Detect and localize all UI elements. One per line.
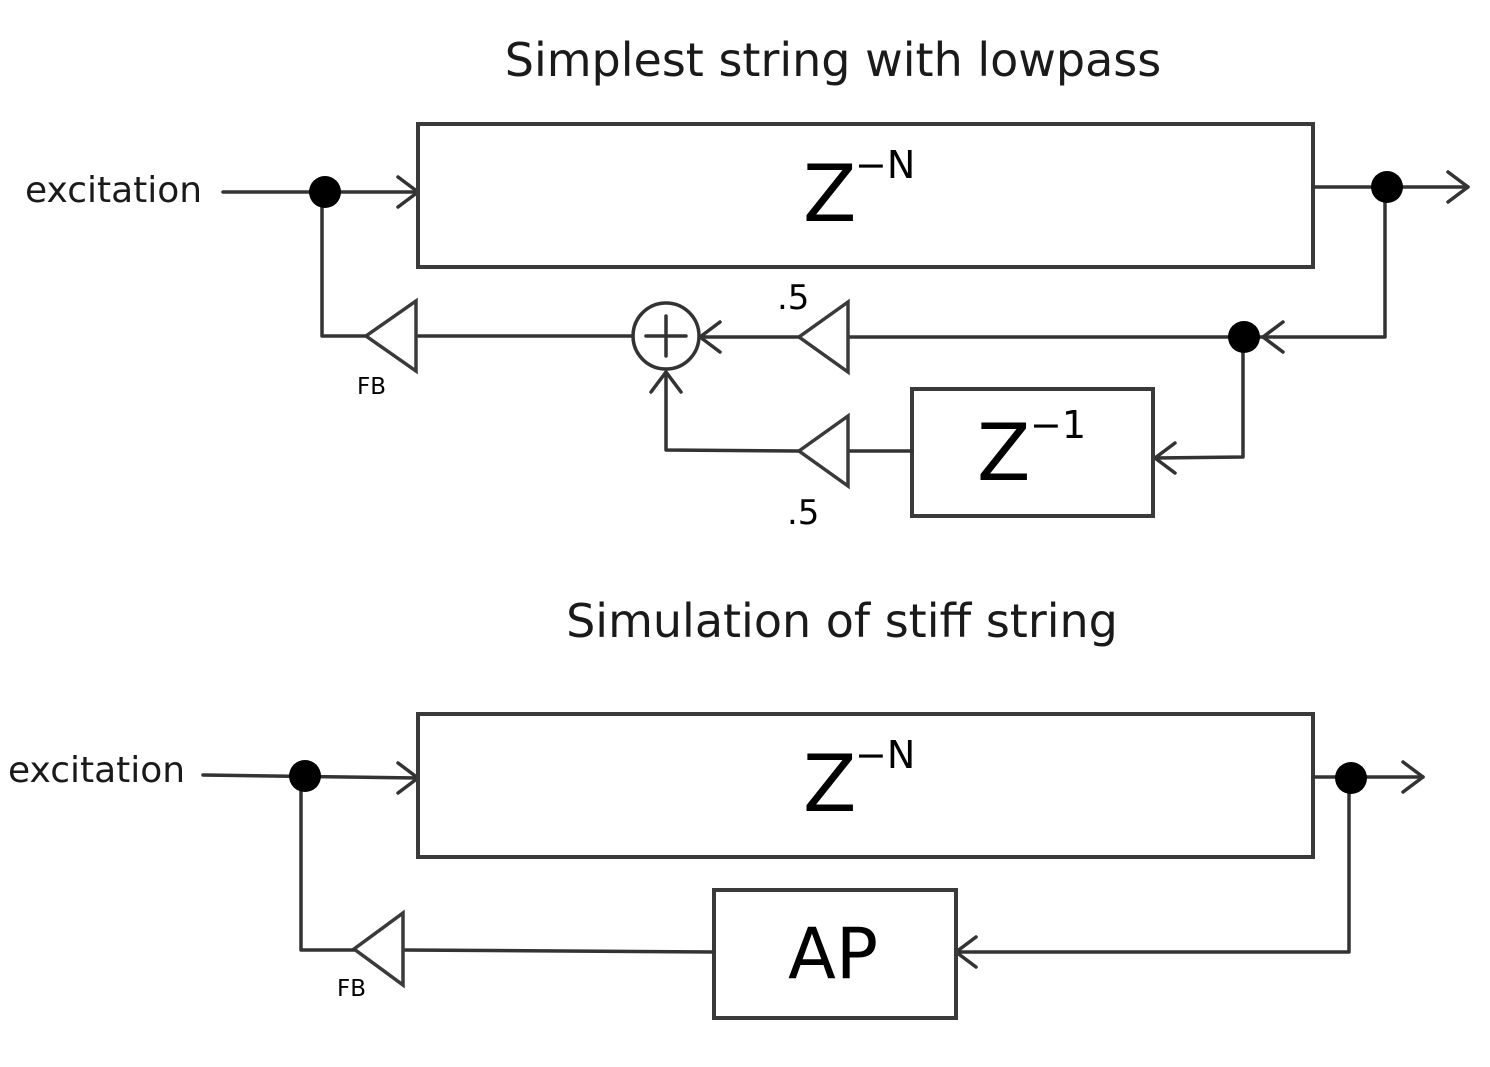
diagram-1-delay-line-box (416, 122, 1315, 269)
diagram-2-feedback-tap-wire (954, 775, 1351, 954)
diagram-1-input-label: excitation (25, 170, 202, 211)
diagram-1-input-junction-dot (309, 176, 341, 208)
diagram-1-delay-line-exponent: −N (855, 143, 915, 187)
lowpass-string-diagram: Simplest string with lowpass excitation … (25, 33, 1470, 533)
diagram-1-delayed-gain-label: .5 (787, 493, 819, 533)
diagram-2-input-junction-dot (289, 760, 321, 792)
diagram-1-title: Simplest string with lowpass (505, 33, 1161, 87)
diagram-2-delay-line-exponent: −N (855, 733, 915, 777)
diagram-1-delayed-to-adder-arrow-icon (649, 370, 683, 394)
diagram-2-allpass-output-wire (401, 948, 716, 954)
diagram-1-delayed-gain-triangle-icon (795, 412, 850, 490)
diagram-1-delay-line-base: Z (803, 150, 856, 240)
diagram-1-split-junction-dot (1228, 321, 1260, 353)
diagram-1-unit-delay-base: Z (977, 409, 1030, 499)
diagram-1-feedback-tap-wire (1261, 185, 1387, 339)
diagram-2-feedback-gain-label: FB (337, 976, 366, 1002)
diagram-1-direct-gain-label: .5 (777, 278, 809, 318)
diagram-1-feedback-gain-label: FB (357, 374, 386, 400)
diagram-2-output-junction-dot (1335, 762, 1367, 794)
diagram-2-delay-line-base: Z (803, 740, 856, 830)
diagram-1-feedback-return-wire (320, 190, 368, 338)
diagram-1-delayed-to-adder-wire (664, 370, 801, 453)
diagram-2-title: Simulation of stiff string (566, 594, 1118, 648)
diagram-1-feedback-gain-triangle-icon (362, 297, 418, 375)
diagram-2-input-label: excitation (8, 750, 185, 791)
stiff-string-diagram: Simulation of stiff string excitation Z … (8, 594, 1425, 1020)
diagram-2-feedback-gain-triangle-icon (351, 909, 405, 989)
diagram-1-unit-delay-exponent: −1 (1030, 403, 1086, 447)
diagram-1-direct-gain-triangle-icon (795, 298, 850, 376)
diagram-1-output-junction-dot (1371, 171, 1403, 203)
diagram-2-allpass-label: AP (788, 913, 878, 995)
diagram-2-allpass-box (712, 888, 958, 1020)
diagram-2-delay-line-box (416, 712, 1315, 859)
diagram-1-output-arrow-icon (1446, 170, 1470, 204)
diagram-2-output-arrow-icon (1401, 760, 1425, 794)
diagram-1-unit-delay-input-wire (1153, 335, 1245, 460)
diagram-2-feedback-return-wire (299, 774, 356, 952)
diagram-1-unit-delay-box (910, 387, 1155, 518)
